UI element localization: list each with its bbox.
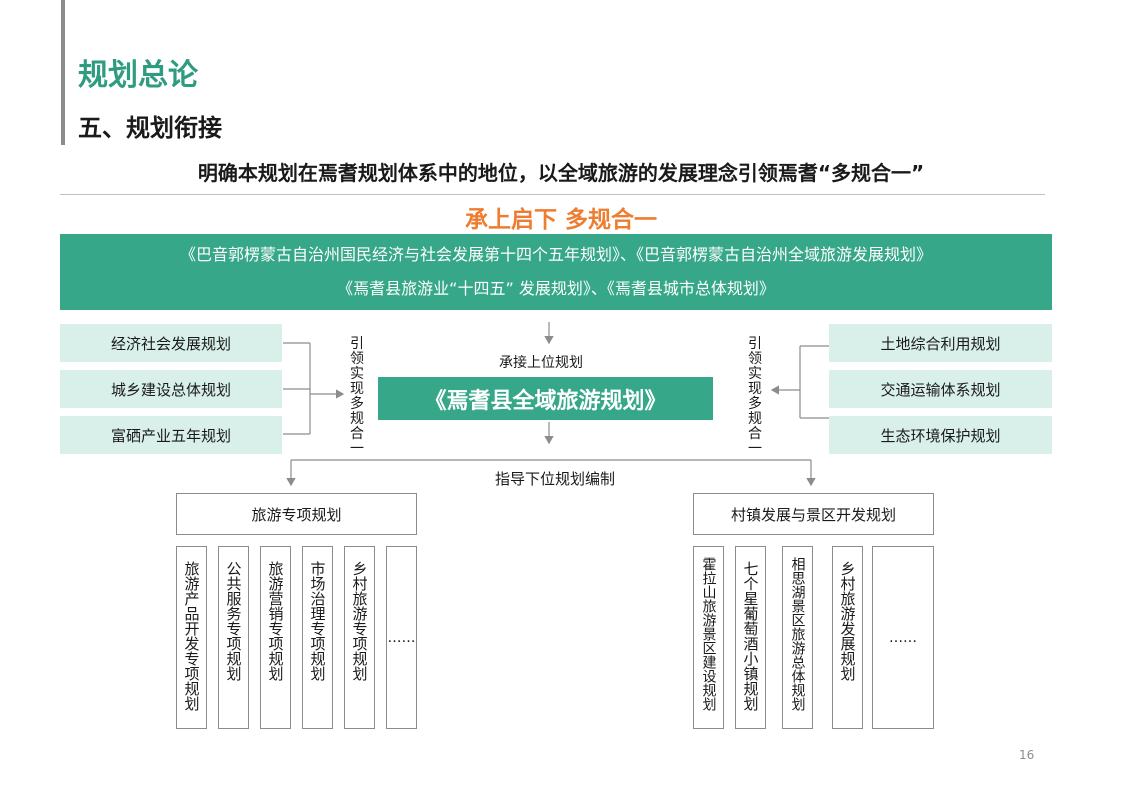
village-group-title: 村镇发展与景区开发规划: [693, 493, 934, 535]
village-item-more-label: ……: [889, 629, 917, 646]
village-item-3-label: 相思湖景区旅游总体规划: [789, 557, 806, 711]
village-item-1: 霍拉山旅游景区建设规划: [693, 546, 724, 729]
tourism-item-2-label: 公共服务专项规划: [224, 561, 243, 681]
village-item-4-label: 乡村旅游发展规划: [838, 561, 857, 681]
left-plan-1: 经济社会发展规划: [60, 324, 282, 362]
tourism-item-4-label: 市场治理专项规划: [308, 561, 327, 681]
tourism-item-more: ……: [386, 546, 417, 729]
village-item-2-label: 七个星葡萄酒小镇规划: [741, 561, 760, 711]
tourism-item-4: 市场治理专项规划: [302, 546, 333, 729]
section-title: 规划总论: [78, 58, 198, 93]
left-plan-2: 城乡建设总体规划: [60, 370, 282, 408]
village-item-4: 乡村旅游发展规划: [832, 546, 863, 729]
tourism-item-1: 旅游产品开发专项规划: [176, 546, 207, 729]
tourism-item-3: 旅游营销专项规划: [260, 546, 291, 729]
divider: [60, 194, 1045, 195]
header-accent-bar: [61, 0, 65, 145]
tagline: 明确本规划在焉耆规划体系中的地位，以全域旅游的发展理念引领焉耆“多规合一”: [197, 161, 925, 185]
top-link-label: 承接上位规划: [499, 355, 583, 371]
tourism-item-more-label: ……: [387, 629, 416, 646]
upper-plans-line-1: 《巴音郭楞蒙古自治州国民经济与社会发展第十四个五年规划》、《巴音郭楞蒙古自治州全…: [179, 245, 932, 264]
village-item-1-label: 霍拉山旅游景区建设规划: [700, 557, 717, 711]
tourism-item-2: 公共服务专项规划: [218, 546, 249, 729]
village-item-2: 七个星葡萄酒小镇规划: [735, 546, 766, 729]
village-item-more: ……: [872, 546, 934, 729]
village-item-3: 相思湖景区旅游总体规划: [782, 546, 813, 729]
right-plan-2: 交通运输体系规划: [829, 370, 1052, 408]
main-plan-box: 《焉耆县全域旅游规划》: [378, 377, 713, 420]
tourism-group-title: 旅游专项规划: [176, 493, 417, 535]
slogan: 承上启下 多规合一: [464, 207, 657, 233]
upper-plans-line-2: 《焉耆县旅游业“十四五” 发展规划》、《焉耆县城市总体规划》: [337, 279, 775, 298]
tourism-item-5: 乡村旅游专项规划: [344, 546, 375, 729]
page-subtitle: 五、规划衔接: [78, 114, 222, 142]
page-number: 16: [1019, 748, 1035, 762]
tourism-item-5-label: 乡村旅游专项规划: [350, 561, 369, 681]
bottom-link-label: 指导下位规划编制: [495, 470, 616, 488]
left-link-label: 引领实现多规合一: [350, 336, 364, 457]
left-plan-3: 富硒产业五年规划: [60, 416, 282, 454]
upper-plans-band: 《巴音郭楞蒙古自治州国民经济与社会发展第十四个五年规划》、《巴音郭楞蒙古自治州全…: [60, 234, 1052, 310]
tourism-item-1-label: 旅游产品开发专项规划: [182, 561, 201, 711]
right-link-label: 引领实现多规合一: [748, 336, 762, 457]
right-plan-1: 土地综合利用规划: [829, 324, 1052, 362]
tourism-item-3-label: 旅游营销专项规划: [266, 561, 285, 681]
right-plan-3: 生态环境保护规划: [829, 416, 1052, 454]
